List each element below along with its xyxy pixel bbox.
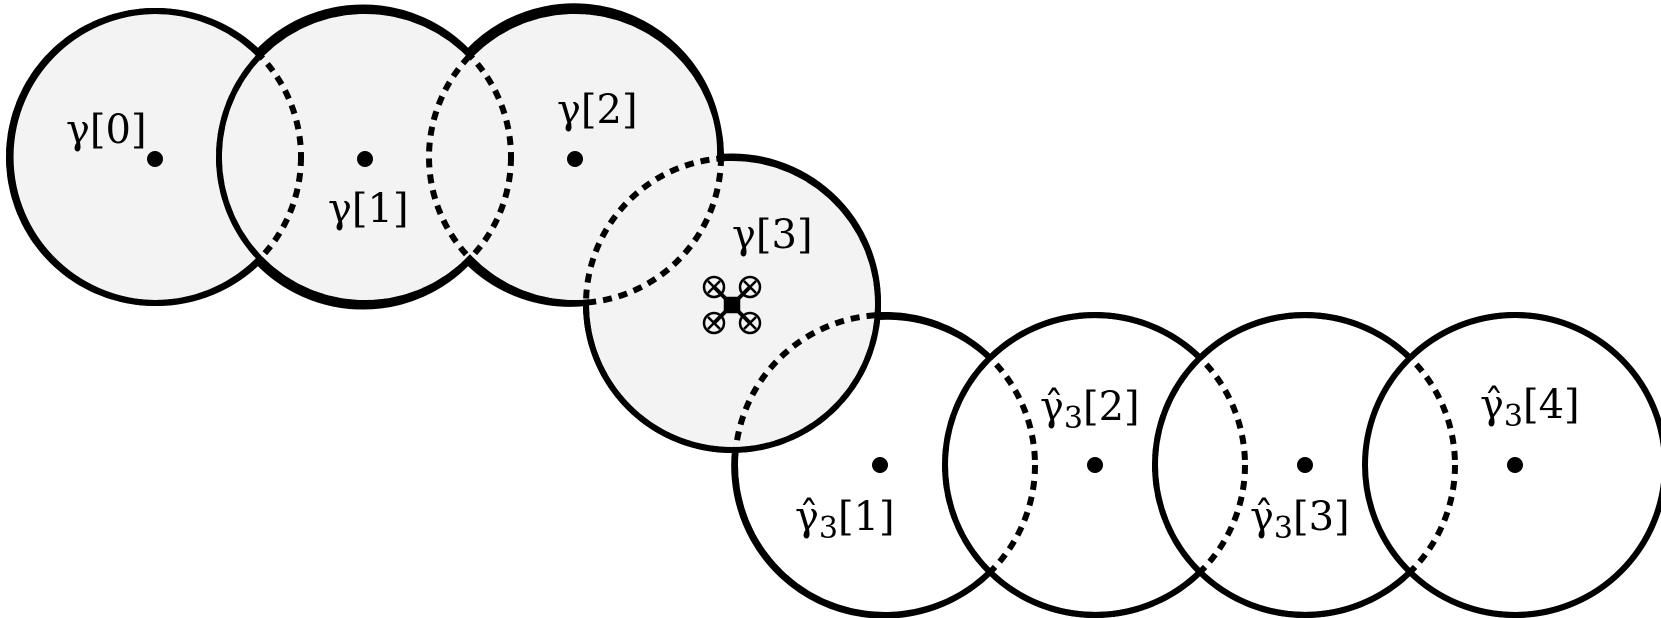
label-gamma-2: γ[2]: [557, 87, 638, 133]
label-gamma-hat-2: γ̂3[2]: [1040, 384, 1140, 436]
point-gamma-hat-2: [1087, 457, 1103, 473]
point-gamma-hat-3: [1297, 457, 1313, 473]
labels: γ[0] γ[1] γ[2] γ[3] γ̂3[1] γ̂3[2] γ̂3[3]…: [66, 87, 1580, 546]
point-gamma-2: [567, 151, 583, 167]
point-gamma-1: [357, 151, 373, 167]
point-gamma-0: [147, 151, 163, 167]
point-gamma-hat-1: [872, 457, 888, 473]
label-gamma-hat-1: γ̂3[1]: [795, 494, 895, 546]
label-gamma-1: γ[1]: [328, 186, 409, 232]
outer-boundary: [7, 3, 1661, 618]
trajectory-points: [147, 151, 1523, 473]
label-gamma-0: γ[0]: [66, 107, 147, 153]
label-gamma-3: γ[3]: [732, 212, 813, 258]
point-gamma-hat-4: [1507, 457, 1523, 473]
label-gamma-hat-4: γ̂3[4]: [1480, 382, 1580, 434]
quadrotor-drone-icon: [702, 275, 762, 335]
label-gamma-hat-3: γ̂3[3]: [1250, 494, 1350, 546]
